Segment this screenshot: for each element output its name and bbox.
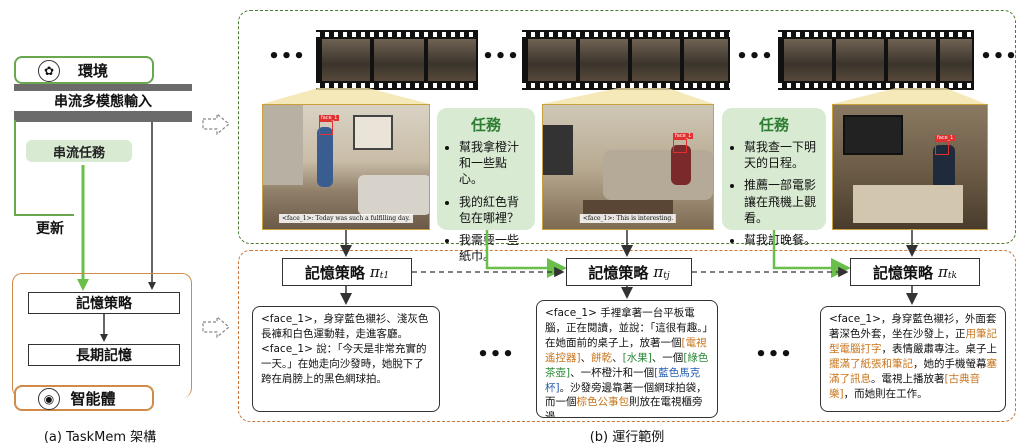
robot-icon: ◉	[38, 388, 60, 410]
ellipsis: •••	[736, 45, 774, 67]
agent-group-outline	[12, 273, 192, 398]
task-card-title: 任務	[758, 116, 789, 134]
ellipsis: •••	[755, 343, 793, 365]
environment-box: ✿ 環境	[14, 56, 154, 84]
architecture-caption: (a) TaskMem 架構	[43, 430, 157, 445]
pointer-chevron-bottom	[202, 316, 230, 338]
task-card-title: 任務	[470, 116, 501, 134]
task-item: 幫我訂晚餐。	[744, 232, 818, 248]
memory-policy-box: 記憶策略	[28, 292, 180, 314]
memory-card: <face_1> 手裡拿著一台平板電腦，正在閱讀，並說：「這很有趣。」在她面前的…	[536, 300, 718, 418]
filmstrip	[522, 30, 730, 90]
task-item: 我的紅色背包在哪裡？	[459, 194, 527, 226]
scene-subtitle: <face_1>: This is interesting.	[579, 214, 677, 223]
stream-input-label: 串流多模態輸入	[14, 91, 192, 111]
environment-globe-icon: ✿	[38, 60, 60, 82]
memory-text: <face_1>，身穿藍色襯衫、淺灰色長褲和白色運動鞋，走進客廳。	[261, 313, 429, 340]
example-caption: (b) 運行範例	[589, 430, 665, 445]
long-term-memory-box: 長期記憶	[28, 344, 180, 366]
ellipsis: •••	[477, 343, 515, 365]
zoom-funnel	[262, 88, 430, 104]
ellipsis: •••	[980, 45, 1018, 67]
task-card: 任務 幫我查一下明天的日程。 推薦一部電影讓在飛機上觀看。 幫我訂晚餐。	[722, 108, 826, 247]
environment-group-outline	[14, 120, 16, 215]
scene-subtitle: <face_1>: Today was such a fulfilling da…	[279, 214, 413, 223]
memory-text: <face_1> 說：「今天是非常充實的一天。」在她走向沙發時，她脫下了跨在肩膀…	[261, 342, 427, 385]
architecture-panel: ✿ 環境 串流多模態輸入 串流任務 更新 記憶策略 長期記憶 ◉ 智能體 (a)…	[0, 0, 200, 445]
task-item: 幫我拿橙汁和一些點心。	[459, 139, 527, 188]
environment-group-outline-bottom	[14, 214, 74, 216]
ellipsis: •••	[268, 45, 306, 67]
memory-text: <face_1>，身穿藍色襯衫，外面套著深色外套，坐在沙發上，正用筆記型電腦打字…	[829, 313, 997, 400]
task-item: 推薦一部電影讓在飛機上觀看。	[744, 177, 818, 226]
stream-to-policy-arrow	[148, 122, 156, 290]
pointer-chevron-top	[202, 113, 230, 135]
task-item: 幫我查一下明天的日程。	[744, 139, 818, 171]
scene-image: face_1	[832, 104, 988, 230]
task-list: 幫我查一下明天的日程。 推薦一部電影讓在飛機上觀看。 幫我訂晚餐。	[730, 139, 818, 248]
memory-card: <face_1>，身穿藍色襯衫，外面套著深色外套，坐在沙發上，正用筆記型電腦打字…	[820, 306, 1006, 412]
scene-image: face_1 <face_1>: This is interesting.	[542, 104, 714, 230]
agent-label: 智能體	[70, 389, 116, 408]
update-label: 更新	[36, 221, 64, 237]
zoom-funnel	[542, 88, 714, 104]
scene-image: face_1 <face_1>: Today was such a fulfil…	[262, 104, 430, 230]
policy-to-memory-arrow	[100, 314, 108, 342]
zoom-funnel	[832, 88, 986, 104]
environment-label: 環境	[77, 61, 108, 80]
agent-box: ◉ 智能體	[14, 385, 154, 411]
filmstrip	[778, 30, 974, 90]
memory-card: <face_1>，身穿藍色襯衫、淺灰色長褲和白色運動鞋，走進客廳。 <face_…	[252, 306, 440, 412]
stream-task-pill: 串流任務	[26, 140, 132, 162]
memory-text: <face_1> 手裡拿著一台平板電腦，正在閱讀，並說：「這很有趣。」在她面前的…	[545, 307, 709, 418]
update-arrow	[77, 165, 89, 291]
ellipsis: •••	[482, 45, 520, 67]
filmstrip	[316, 30, 478, 90]
